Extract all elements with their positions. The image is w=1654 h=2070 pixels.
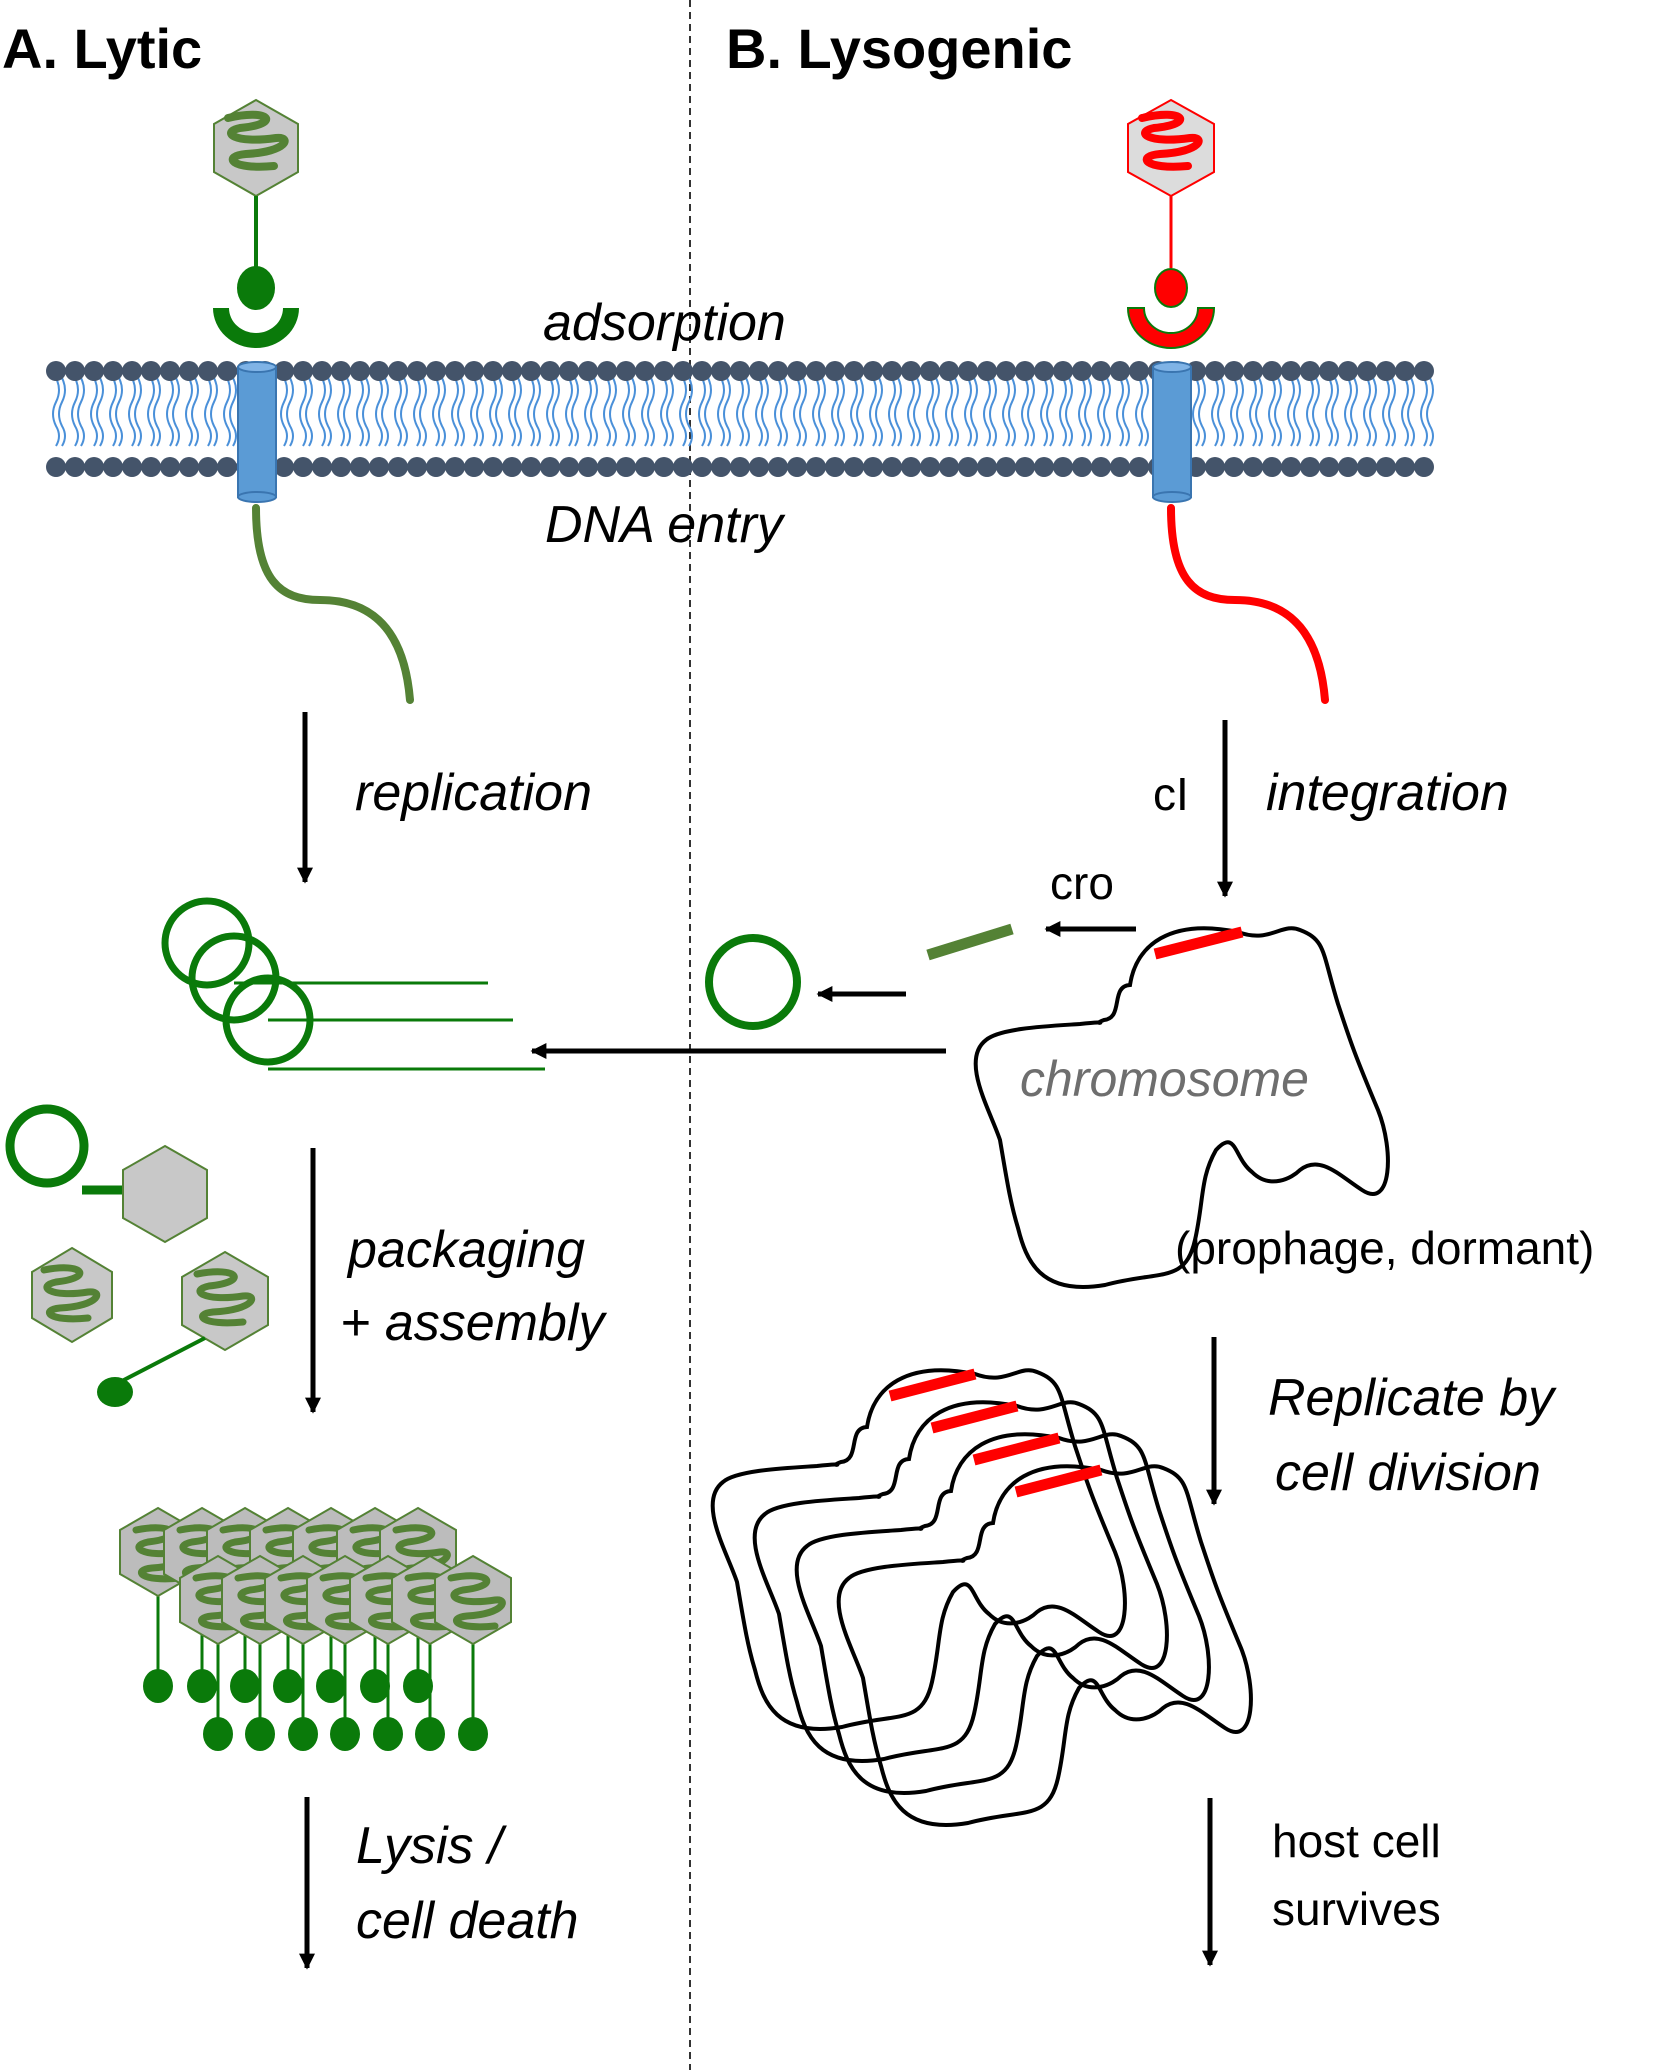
dna-entry-label: DNA entry [545,496,786,554]
lysogenic-injected-dna [1167,504,1329,704]
daughter-prophage [888,1368,977,1402]
lysis-label-line2: cell death [356,1892,579,1950]
replicating-dna [161,897,545,1071]
host-chromosome [973,926,1390,1289]
excised-dna [926,923,1014,961]
lysogenic-receptor [1152,361,1192,503]
progeny-phages [119,1506,512,1751]
integrated-prophage [1153,926,1244,960]
lysogenic-receptor-cup [1126,307,1216,349]
progeny-phage [434,1554,512,1751]
lytic-phage-dna [224,110,289,171]
survive-label-line1: host cell [1272,1815,1441,1867]
lysogenic-phage-baseplate [1154,268,1188,308]
survive-label-line2: survives [1272,1883,1441,1935]
lysogenic-title: B. Lysogenic [726,17,1072,80]
replicate-label-line1: Replicate by [1268,1369,1557,1427]
replication-label: replication [355,764,592,822]
lytic-receptor-cup [213,308,299,348]
circular-phage-dna [705,934,801,1030]
replicate-label-line2: cell division [1275,1444,1541,1502]
daughter-chromosome [836,1464,1253,1827]
packaging-label-line1: packaging [346,1221,585,1279]
lysogenic-phage-dna [1138,110,1203,171]
lytic-receptor [237,361,277,503]
cro-gene-label: cro [1050,857,1114,909]
replicated-chromosomes [710,1368,1253,1827]
prophage-label: (prophage, dormant) [1175,1222,1594,1274]
lysogenic-phage [1126,98,1216,349]
daughter-prophage [930,1400,1019,1434]
daughter-chromosome [752,1400,1169,1763]
integration-label: integration [1266,764,1509,822]
lysis-label-line1: Lysis / [356,1817,507,1875]
lytic-phage-baseplate [237,266,275,310]
daughter-prophage [972,1432,1061,1466]
chromosome-label: chromosome [1020,1051,1309,1107]
daughter-chromosome [794,1432,1211,1795]
lytic-title: A. Lytic [2,17,202,80]
packaging-label-line2: + assembly [340,1294,607,1352]
daughter-chromosome [710,1368,1127,1731]
lytic-phage [213,98,299,348]
daughter-prophage [1014,1464,1103,1498]
ci-gene-label: cI [1153,768,1189,820]
lytic-injected-dna [252,504,414,704]
adsorption-label: adsorption [543,294,786,352]
packaging-illustration [5,1104,269,1407]
